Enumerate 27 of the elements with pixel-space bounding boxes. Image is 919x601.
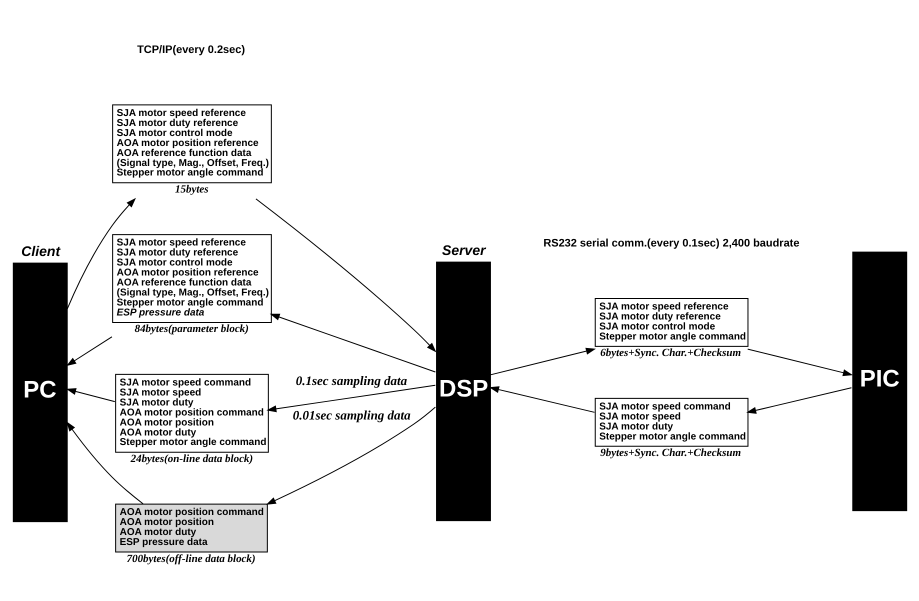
- node-box: DSP: [436, 262, 491, 522]
- arrow: [66, 198, 136, 310]
- node-label: 24bytes(on-line data block): [130, 453, 254, 466]
- arrow: [270, 314, 436, 372]
- arrow: [746, 387, 852, 414]
- node-box: PIC: [852, 252, 908, 512]
- arrow: [255, 198, 436, 352]
- arrow: [266, 406, 436, 505]
- arrow: [490, 348, 596, 376]
- arrow: [66, 336, 112, 366]
- node-label: Server: [442, 242, 486, 258]
- node-label: 9bytes+Sync. Char.+Checksum: [600, 447, 742, 460]
- node-label: 6bytes+Sync. Char.+Checksum: [600, 347, 742, 360]
- arrow: [747, 348, 853, 376]
- edge-label: 0.01sec sampling data: [292, 408, 411, 423]
- node-box: PC: [12, 262, 68, 522]
- label: TCP/IP(every 0.2sec): [137, 44, 246, 56]
- label: RS232 serial comm.(every 0.1sec) 2,400 baudrate: [543, 237, 800, 250]
- arrow: [489, 386, 595, 413]
- node-label: 84bytes(parameter block): [134, 323, 249, 336]
- edge-label: 0.1sec sampling data: [296, 372, 408, 388]
- arrow: [266, 384, 436, 412]
- arrow: [66, 388, 116, 402]
- arrow: [66, 421, 144, 504]
- node-label: Client: [21, 242, 60, 259]
- node-label: 15bytes: [175, 184, 209, 196]
- node-label: 700bytes(off-line data block): [126, 552, 256, 565]
